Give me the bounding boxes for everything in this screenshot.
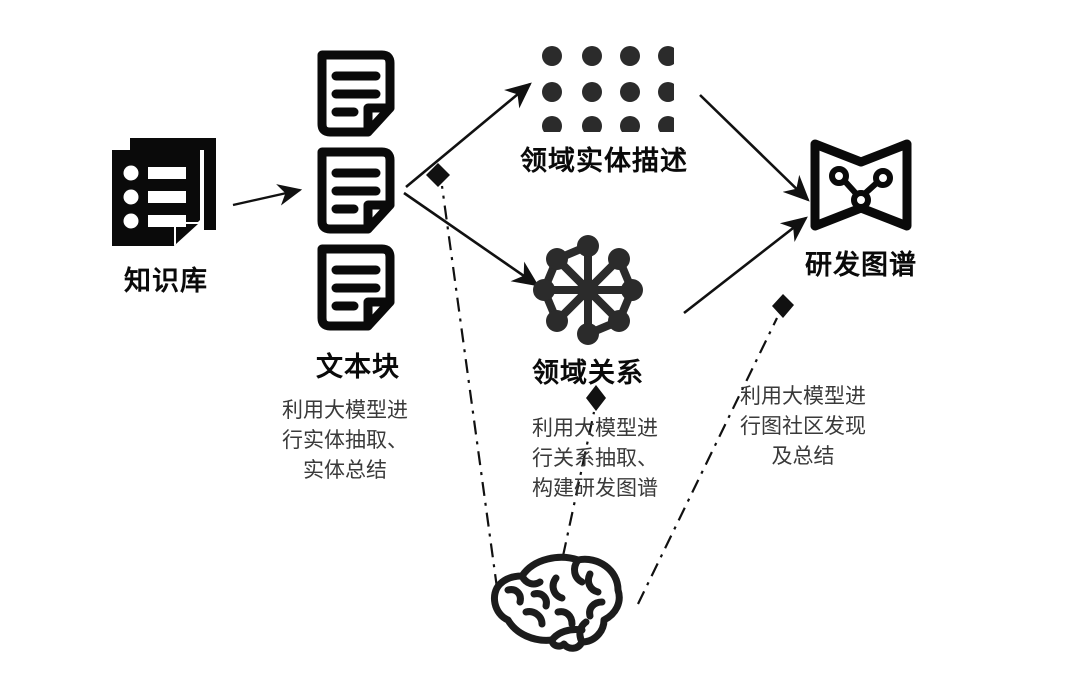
node-domain-relation[interactable]: 领域关系 (528, 232, 648, 389)
annotation-line: 行关系抽取、 (532, 446, 658, 470)
annotation-line: 行实体抽取、 (282, 428, 408, 452)
node-label-knowledge-base: 知识库 (124, 266, 208, 296)
annotation-line: 利用大模型进 (532, 417, 658, 440)
annotation-community-summary: 利用大模型进 行图社区发现 及总结 (708, 382, 898, 471)
node-knowledge-base[interactable]: 知识库 (104, 134, 228, 297)
edge-brain-to-relation-annot (561, 385, 606, 557)
network-hub-icon (528, 232, 648, 353)
annotation-line: 利用大模型进 (740, 385, 866, 408)
node-entity-description[interactable]: 领域实体描述 (520, 40, 688, 177)
brain-icon (486, 550, 628, 659)
node-llm-brain[interactable] (486, 550, 628, 659)
node-label-domain-relation: 领域关系 (532, 358, 644, 388)
annotation-entity-extraction: 利用大模型进 行实体抽取、 实体总结 (250, 396, 440, 485)
edge-chunks-to-entity (405, 82, 532, 189)
node-rd-graph[interactable]: 研发图谱 (805, 136, 917, 281)
dot-grid-icon (534, 40, 678, 137)
document-list-filled-icon (104, 134, 228, 259)
node-label-text-chunks: 文本块 (316, 352, 400, 382)
edge-chunks-to-relation (403, 191, 539, 287)
node-label-entity-description: 领域实体描述 (520, 146, 688, 176)
document-stack-outline-icon (310, 46, 406, 347)
edge-entity-to-graph (699, 94, 810, 202)
annotation-line: 行图社区发现 (740, 414, 866, 438)
edge-brain-to-graph-annot (637, 294, 794, 605)
annotation-line: 及总结 (771, 444, 835, 468)
annotation-line: 利用大模型进 (282, 399, 408, 422)
node-text-chunks[interactable]: 文本块 (310, 46, 406, 383)
map-graph-icon (805, 136, 917, 241)
annotation-line: 实体总结 (303, 458, 387, 482)
node-label-rd-graph: 研发图谱 (805, 250, 917, 280)
edge-brain-to-entity-annot (426, 163, 499, 589)
annotation-relation-extraction: 利用大模型进 行关系抽取、 构建研发图谱 (500, 414, 690, 503)
edge-kb-to-chunks (232, 184, 303, 207)
annotation-line: 构建研发图谱 (532, 476, 658, 500)
edge-relation-to-graph (683, 216, 808, 315)
